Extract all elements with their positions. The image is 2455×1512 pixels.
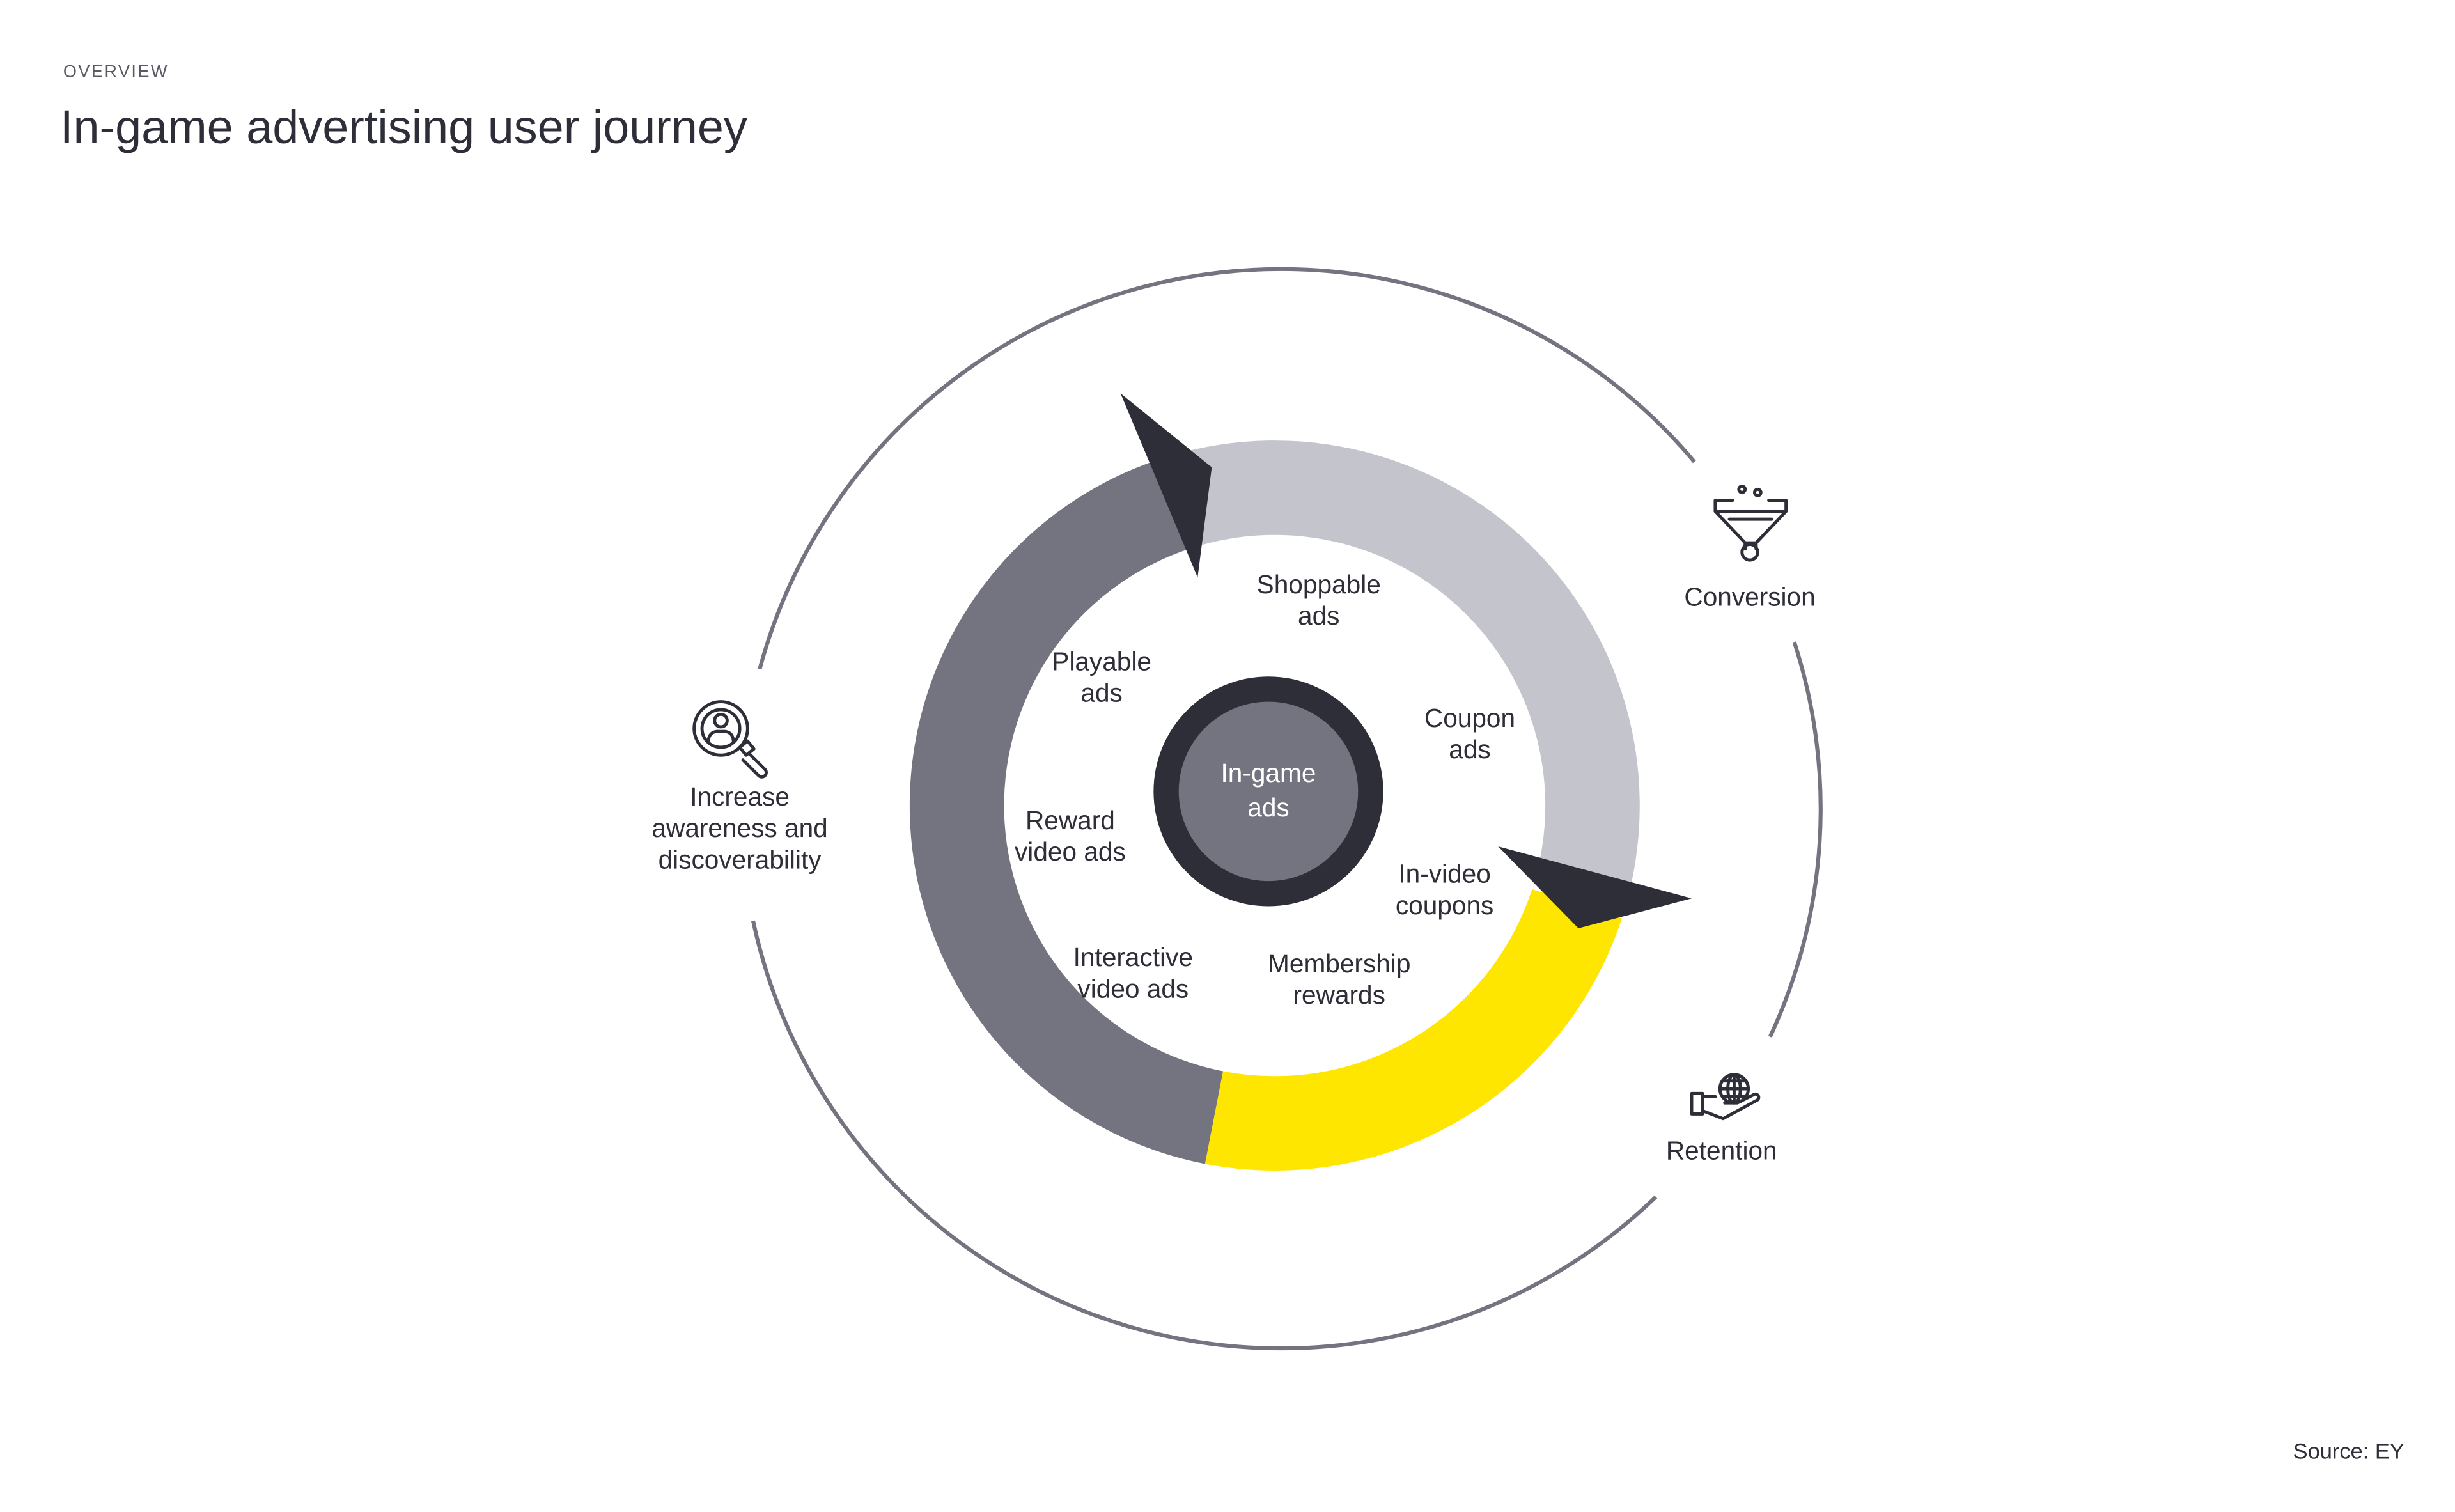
center-label-2: ads <box>1247 793 1289 822</box>
center-label-1: In-game <box>1221 758 1316 788</box>
stage-retention: Retention <box>1666 1136 1777 1165</box>
stage-conversion: Conversion <box>1684 582 1815 611</box>
ad-types-ring <box>909 440 1640 1171</box>
label-interactive-video-ads-2: video ads <box>1077 974 1189 1003</box>
label-coupon-ads-2: ads <box>1449 735 1490 764</box>
outer-arc-3 <box>758 267 1696 670</box>
label-playable-ads: Playable <box>1052 646 1151 676</box>
stage-awareness-1: Increase <box>690 782 790 811</box>
funnel-icon <box>1713 484 1788 562</box>
ring-labels: Shoppable ads Playable ads Coupon ads Re… <box>1015 570 1515 1009</box>
outer-arc-1 <box>1768 641 1823 1038</box>
label-in-video-coupons: In-video <box>1398 859 1490 889</box>
outer-arc-2 <box>751 920 1658 1351</box>
stage-awareness-2: awareness and <box>651 813 827 843</box>
eyebrow: OVERVIEW <box>63 61 169 81</box>
label-shoppable-ads-2: ads <box>1298 601 1339 630</box>
light-gray-segment <box>1174 440 1640 894</box>
page-title: In-game advertising user journey <box>60 100 747 153</box>
center-hub <box>1178 701 1359 882</box>
source-note: Source: EY <box>2293 1439 2404 1463</box>
label-playable-ads-2: ads <box>1080 678 1122 708</box>
label-reward-video-ads-2: video ads <box>1015 837 1126 866</box>
hand-globe-icon <box>1690 1073 1761 1121</box>
label-interactive-video-ads: Interactive <box>1073 942 1193 972</box>
magnifier-person-icon <box>692 700 768 779</box>
arrowhead-top <box>1120 393 1212 578</box>
stage-awareness-3: discoverability <box>659 845 822 874</box>
label-in-video-coupons-2: coupons <box>1396 891 1493 920</box>
label-coupon-ads: Coupon <box>1424 703 1515 733</box>
gray-segment <box>909 458 1224 1164</box>
arrowhead-right <box>1498 846 1692 928</box>
yellow-segment <box>1204 889 1622 1171</box>
label-membership-rewards-2: rewards <box>1293 980 1385 1009</box>
label-membership-rewards: Membership <box>1268 949 1410 978</box>
label-shoppable-ads: Shoppable <box>1257 570 1381 599</box>
label-reward-video-ads: Reward <box>1025 806 1115 835</box>
outer-journey-circle <box>751 267 1823 1351</box>
